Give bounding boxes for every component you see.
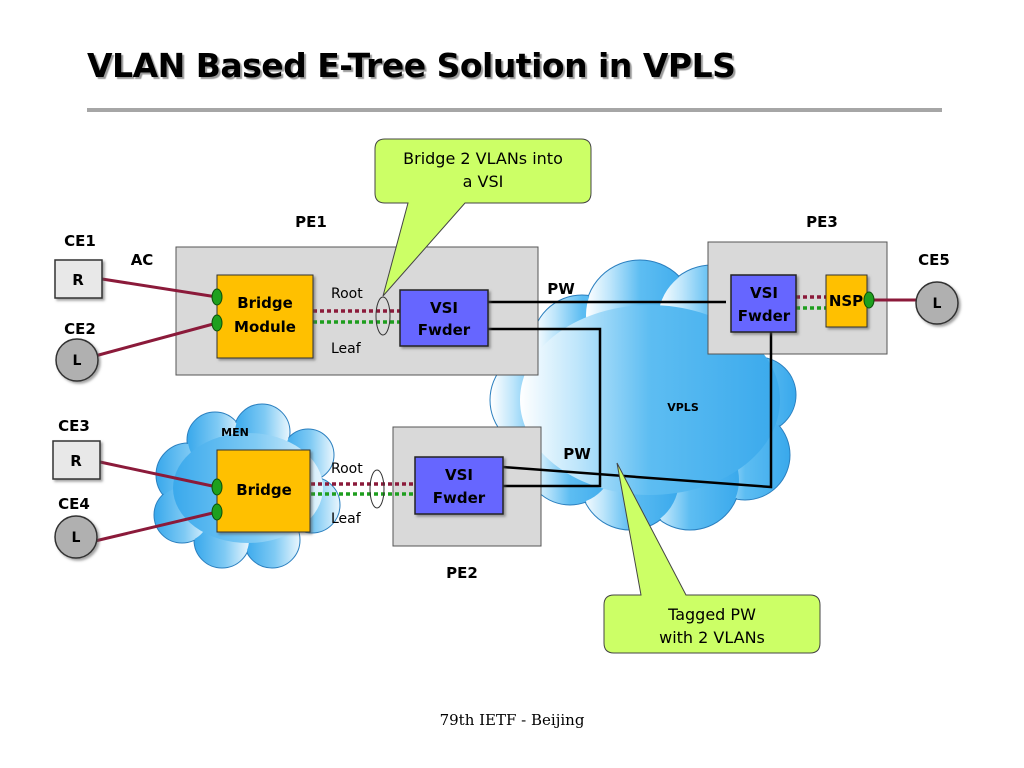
bridge-module-port-root	[211, 288, 223, 306]
ce2-role: L	[73, 353, 82, 369]
slide-title: VLAN Based E-Tree Solution in VPLS	[87, 46, 736, 85]
vpls-label: VPLS	[667, 401, 699, 414]
bridge-module: Bridge Module	[211, 274, 314, 359]
callout-tagged-pw: Tagged PW with 2 VLANs	[603, 462, 821, 654]
ce5-role: L	[933, 296, 942, 312]
men-bridge-label: Bridge	[236, 481, 292, 499]
callout-bridge-vlans: Bridge 2 VLANs into a VSI	[374, 138, 592, 297]
vsi2-line2: Fwder	[433, 489, 486, 507]
pe2-label: PE2	[446, 564, 478, 582]
pseudowires	[488, 300, 773, 489]
pe1-label: PE1	[295, 213, 327, 231]
ce1-router: R	[54, 259, 103, 299]
pe3-label: PE3	[806, 213, 838, 231]
men-label: MEN	[221, 426, 249, 439]
pe3-vlans	[796, 295, 826, 310]
pe2-root-label: Root	[331, 461, 363, 477]
pe1-root-label: Root	[331, 286, 363, 302]
ce3-role: R	[70, 452, 82, 470]
vsi3-line1: VSI	[750, 284, 778, 302]
title-divider	[87, 108, 942, 112]
vsi-fwder-pe2: VSI Fwder	[414, 456, 504, 515]
ce2-label: CE2	[64, 320, 96, 338]
pe1-vlans	[313, 309, 400, 324]
nsp-box: NSP	[825, 274, 875, 328]
men-bridge: Bridge	[211, 449, 311, 533]
callout-bottom-line1: Tagged PW	[667, 605, 756, 624]
ce3-router: R	[52, 440, 101, 480]
ac-label: AC	[131, 251, 154, 269]
vsi3-line2: Fwder	[738, 307, 791, 325]
callout-top-line1: Bridge 2 VLANs into	[403, 149, 563, 168]
pw-label-top: PW	[547, 280, 575, 298]
men-bridge-port-leaf	[211, 503, 223, 521]
vsi-fwder-pe1: VSI Fwder	[399, 289, 489, 347]
vsi1-line2: Fwder	[418, 321, 471, 339]
pe2-leaf-label: Leaf	[331, 511, 362, 527]
ce4-label: CE4	[58, 495, 90, 513]
vsi2-line1: VSI	[445, 466, 473, 484]
men-bridge-port-root	[211, 478, 223, 496]
ce3-label: CE3	[58, 417, 90, 435]
vsi-fwder-pe3: VSI Fwder	[730, 274, 797, 333]
attachment-circuits	[94, 277, 916, 543]
ce5-label: CE5	[918, 251, 950, 269]
vsi1-line1: VSI	[430, 299, 458, 317]
pe1-leaf-label: Leaf	[331, 341, 362, 357]
bridge-module-port-leaf	[211, 314, 223, 332]
ce1-label: CE1	[64, 232, 96, 250]
pw-label-bottom: PW	[563, 445, 591, 463]
nsp-label: NSP	[829, 292, 863, 310]
pe1-vlan-bundle	[375, 296, 391, 336]
ce2-leaf: L	[55, 338, 99, 382]
ce5-leaf: L	[915, 281, 959, 325]
ce1-role: R	[72, 271, 84, 289]
ce4-role: L	[72, 530, 81, 546]
pe2-vlans	[311, 482, 415, 496]
bridge-module-line1: Bridge	[237, 294, 293, 312]
callout-bottom-line2: with 2 VLANs	[659, 628, 765, 647]
pe2-vlan-bundle	[369, 469, 385, 509]
bridge-module-line2: Module	[234, 318, 296, 336]
slide-footer: 79th IETF - Beijing	[439, 711, 585, 729]
callout-top-line2: a VSI	[463, 172, 504, 191]
ce4-leaf: L	[54, 515, 98, 559]
nsp-port	[863, 291, 875, 309]
